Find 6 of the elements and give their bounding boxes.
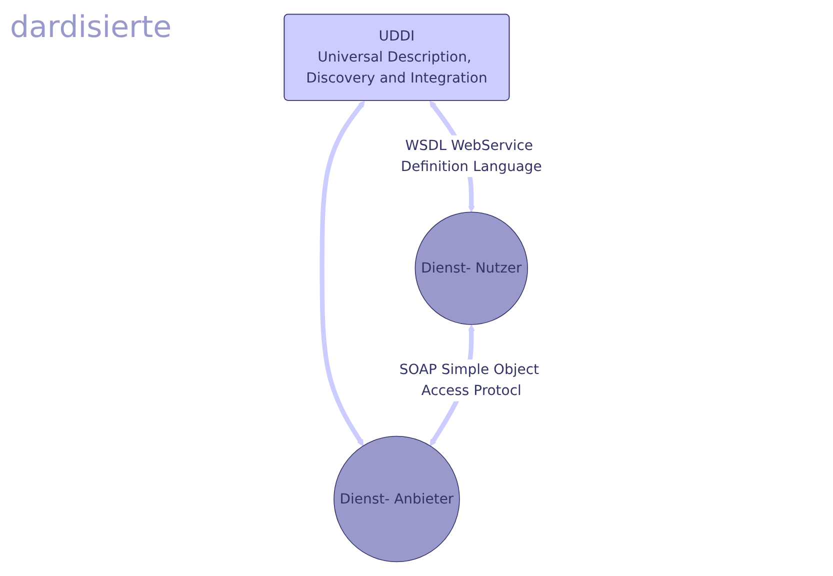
node-circle: Dienst- Anbieter xyxy=(333,436,460,562)
edge-label: SOAP Simple Object Access Protocl xyxy=(399,362,539,399)
edge-label: WSDL WebService Definition Language xyxy=(400,138,542,175)
arrow xyxy=(320,100,365,446)
node-circle: Dienst- Nutzer xyxy=(414,212,528,325)
note-text: dardisierte xyxy=(10,10,172,45)
